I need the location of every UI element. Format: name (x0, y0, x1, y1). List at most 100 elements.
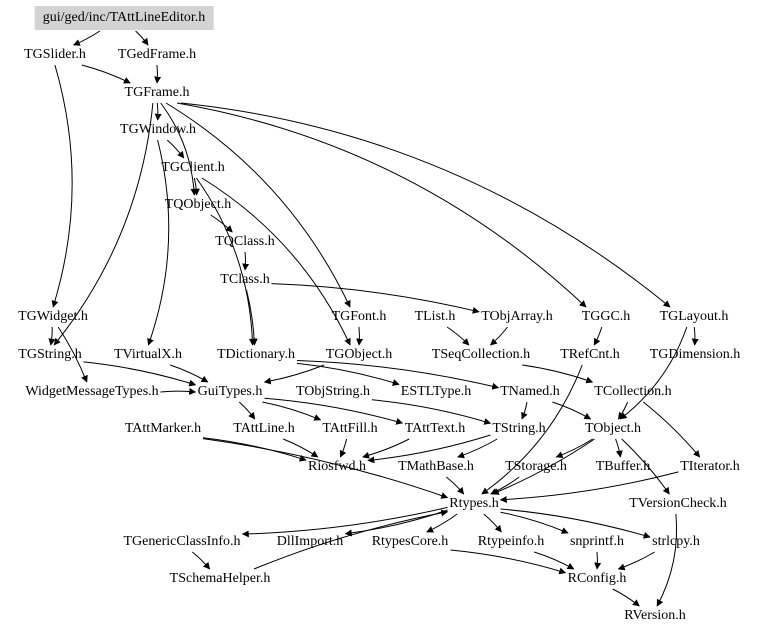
node-widgetmessagetypes[interactable]: WidgetMessageTypes.h (25, 384, 159, 399)
node-tstring[interactable]: TString.h (492, 421, 546, 436)
edge-rtypescore-to-rconfig (450, 549, 567, 575)
node-rtypescore[interactable]: RtypesCore.h (371, 534, 449, 549)
edge-rtypes-to-dllimport (344, 509, 448, 537)
node-tattfill[interactable]: TAttFill.h (322, 421, 378, 436)
edge-rconfig-to-rversion (612, 588, 640, 607)
edge-tgframe-to-tgstring (53, 102, 154, 346)
edge-trefcnt-to-rtypes (481, 364, 583, 495)
edge-tgclient-to-tdictionary (195, 177, 256, 346)
node-tdictionary[interactable]: TDictionary.h (216, 347, 296, 362)
node-tvirtualx[interactable]: TVirtualX.h (114, 347, 182, 362)
edge-root-to-tgedframe (135, 30, 149, 46)
edge-tggc-to-trefcnt (593, 326, 603, 346)
edge-rtypes-to-tgenericclassinfo (241, 506, 448, 538)
node-tschemahelper[interactable]: TSchemaHelper.h (169, 571, 271, 586)
edge-tgframe-to-tggc (176, 102, 587, 308)
node-tseqcollection[interactable]: TSeqCollection.h (431, 347, 531, 362)
node-tgwidget[interactable]: TGWidget.h (18, 309, 88, 324)
edge-tdictionary-to-tnamed (296, 360, 500, 390)
edge-tattline-to-riosfwd (283, 438, 319, 458)
node-tlist[interactable]: TList.h (414, 309, 456, 324)
edge-rtypeinfo-to-rconfig (534, 551, 575, 570)
node-trefcnt[interactable]: TRefCnt.h (560, 347, 620, 362)
edge-tstorage-to-rtypes (490, 476, 520, 495)
node-rconfig[interactable]: RConfig.h (567, 571, 627, 586)
node-tbuffer[interactable]: TBuffer.h (595, 459, 651, 474)
node-tgwindow[interactable]: TGWindow.h (120, 122, 196, 137)
node-riosfwd[interactable]: Riosfwd.h (308, 459, 366, 474)
edge-tgclient-to-tqobject (192, 177, 200, 196)
edge-tnamed-to-tstring (521, 401, 528, 420)
node-titerator[interactable]: TIterator.h (680, 459, 740, 474)
edge-rtypes-to-rtypeinfo (483, 513, 502, 533)
edge-tqobject-to-tqclass (210, 214, 233, 233)
node-tqobject[interactable]: TQObject.h (164, 197, 232, 212)
node-tversioncheck[interactable]: TVersionCheck.h (629, 496, 727, 511)
node-snprintf[interactable]: snprintf.h (569, 534, 625, 549)
edge-tgframe-to-tqobject (160, 102, 198, 196)
node-tobjarray[interactable]: TObjArray.h (481, 309, 553, 324)
node-tclass[interactable]: TClass.h (220, 272, 270, 287)
edge-tstring-to-tmathbase (457, 438, 498, 459)
edge-guitypes-to-tattfill (262, 401, 322, 421)
edge-tobjstring-to-tstring (371, 399, 492, 425)
node-tatttext[interactable]: TAttText.h (404, 421, 466, 436)
edge-tgenericclassinfo-to-tschemahelper (191, 551, 211, 570)
node-estltype[interactable]: ESTLType.h (400, 384, 472, 399)
edge-tdictionary-to-estltype (296, 362, 400, 386)
node-tnamed[interactable]: TNamed.h (500, 384, 560, 399)
edge-rtypes-to-snprintf (500, 511, 569, 534)
edge-tgframe-to-tglayout (180, 102, 671, 308)
node-tmathbase[interactable]: TMathBase.h (398, 459, 474, 474)
edge-tmathbase-to-rtypes (445, 476, 465, 495)
edge-root-to-tgslider (72, 30, 101, 46)
node-tgstring[interactable]: TGString.h (18, 347, 82, 362)
edge-tcollection-to-tobject (617, 401, 629, 420)
node-rtypes[interactable]: Rtypes.h (449, 496, 499, 511)
edge-widgetmessagetypes-to-guitypes (160, 387, 197, 395)
edge-tgframe-to-tgfont (165, 102, 351, 308)
node-rtypeinfo[interactable]: Rtypeinfo.h (477, 534, 545, 549)
edge-tschemahelper-to-rtypes (253, 509, 449, 570)
node-tgobject[interactable]: TGObject.h (325, 347, 393, 362)
node-tgslider[interactable]: TGSlider.h (24, 47, 86, 62)
edge-tgstring-to-guitypes (83, 361, 197, 387)
edge-tgwindow-to-tgclient (166, 139, 185, 159)
edge-tseqcollection-to-tcollection (522, 364, 594, 384)
node-tglayout[interactable]: TGLayout.h (659, 309, 729, 324)
edge-guitypes-to-tatttext (264, 397, 404, 425)
edge-tlist-to-tseqcollection (446, 326, 470, 346)
edge-tattfill-to-riosfwd (339, 438, 348, 458)
edge-rtypes-to-rtypescore (426, 513, 458, 533)
node-tgframe[interactable]: TGFrame.h (124, 85, 190, 100)
edge-tstring-to-riosfwd (367, 434, 491, 464)
node-tgclient[interactable]: TGClient.h (161, 160, 225, 175)
node-tstorage[interactable]: TStorage.h (505, 459, 567, 474)
node-tattline[interactable]: TAttLine.h (233, 421, 295, 436)
edge-tgwindow-to-tvirtualx (147, 139, 170, 346)
node-root[interactable]: gui/ged/inc/TAttLineEditor.h (34, 6, 214, 30)
node-tgedframe[interactable]: TGedFrame.h (117, 47, 197, 62)
edge-tclass-to-tdictionary (246, 289, 258, 346)
node-tattmarker[interactable]: TAttMarker.h (124, 421, 202, 436)
node-tgdimension[interactable]: TGDimension.h (649, 347, 741, 362)
edge-titerator-to-rtypes (499, 471, 679, 503)
edge-tobject-to-rtypes (491, 438, 595, 495)
node-tobjstring[interactable]: TObjString.h (295, 384, 371, 399)
node-tgfont[interactable]: TGFont.h (331, 309, 387, 324)
node-rversion[interactable]: RVersion.h (624, 608, 686, 623)
edge-tvirtualx-to-guitypes (170, 364, 209, 383)
node-tggc[interactable]: TGGC.h (581, 309, 631, 324)
edge-tgslider-to-tgframe (81, 64, 131, 84)
node-tcollection[interactable]: TCollection.h (594, 384, 672, 399)
edge-tgframe-to-tgwindow (154, 102, 162, 121)
node-tqclass[interactable]: TQClass.h (215, 234, 275, 249)
edge-tglayout-to-tobject (619, 326, 688, 420)
node-strlcpy[interactable]: strlcpy.h (652, 534, 700, 549)
node-dllimport[interactable]: DllImport.h (276, 534, 344, 549)
node-tgenericclassinfo[interactable]: TGenericClassInfo.h (123, 534, 241, 549)
node-tobject[interactable]: TObject.h (584, 421, 642, 436)
node-guitypes[interactable]: GuiTypes.h (197, 384, 263, 399)
edge-tnamed-to-tobject (552, 401, 592, 420)
